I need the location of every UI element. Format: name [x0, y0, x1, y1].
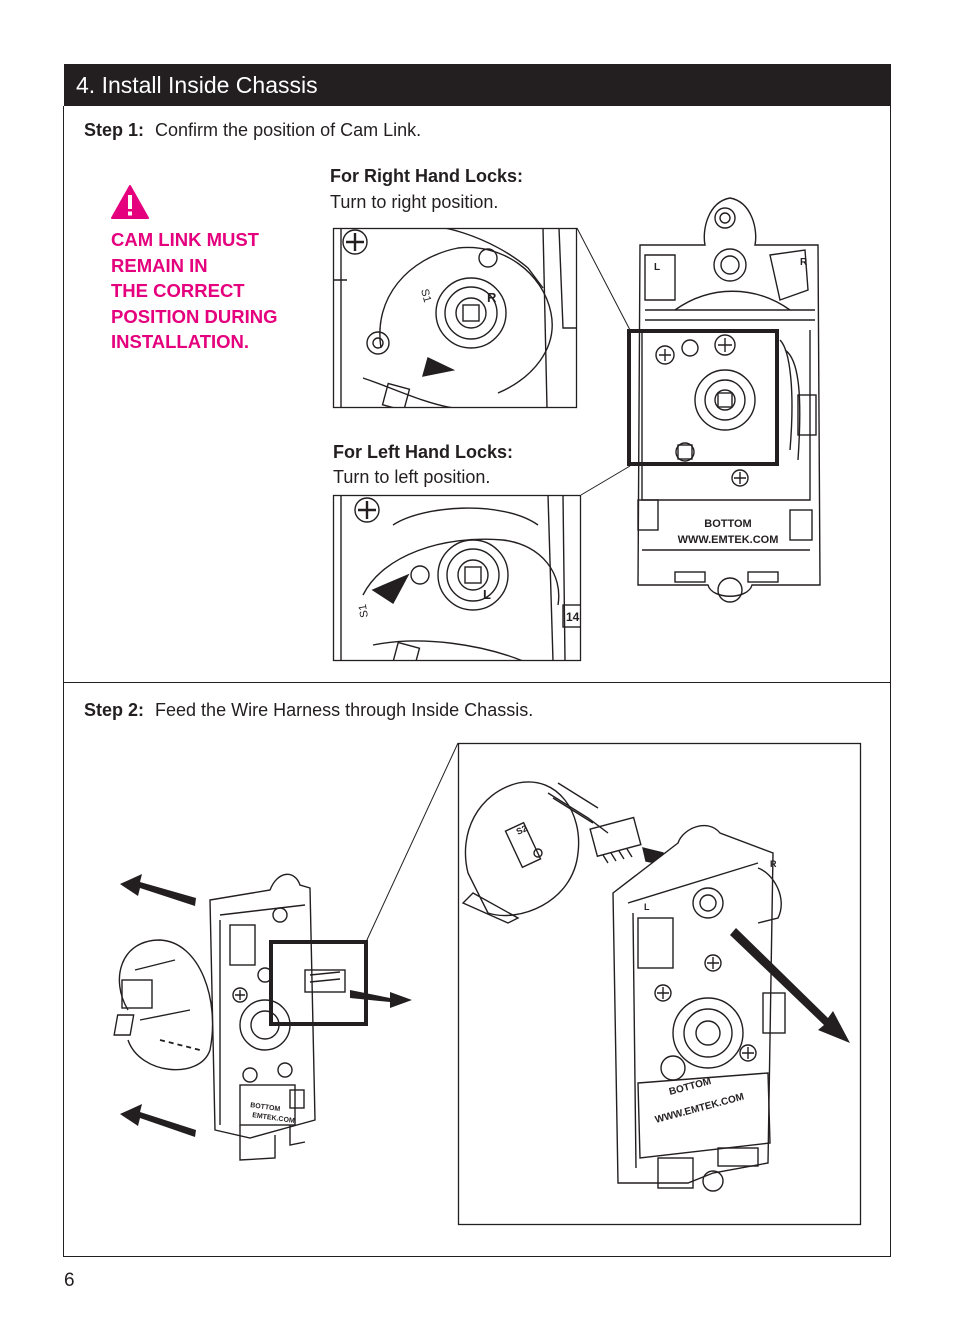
- left-marker: L: [483, 587, 491, 602]
- step2-label: Step 2:: [84, 700, 145, 720]
- highlight-box: [269, 940, 368, 1026]
- wire-harness-detail: BOTTOM WWW.EMTEK.COM R L S2: [457, 742, 862, 1226]
- step2-instruction: Step 2: Feed the Wire Harness through In…: [84, 698, 533, 722]
- section-header-bar: [64, 64, 891, 106]
- warning-line: CAM LINK MUST: [111, 229, 259, 250]
- cam-label: S1: [357, 603, 371, 618]
- right-hand-text: Turn to right position.: [330, 192, 499, 212]
- step2-panel: [63, 682, 891, 1257]
- arrow-right-icon: [350, 990, 412, 1008]
- small-bottom-label: BOTTOM: [250, 1102, 281, 1113]
- warning-line: THE CORRECT: [111, 280, 245, 301]
- right-hand-title: For Right Hand Locks:: [330, 166, 523, 186]
- edge-number: 14: [566, 610, 580, 624]
- arrow-left-top-icon: [120, 874, 196, 906]
- detail-corner-l: L: [644, 902, 650, 912]
- highlight-box: [627, 329, 779, 466]
- warning-line: POSITION DURING: [111, 305, 278, 327]
- step1-text: Confirm the position of Cam Link.: [155, 120, 422, 140]
- warning-line: INSTALLATION.: [111, 331, 250, 352]
- cam-label: S1: [418, 288, 433, 304]
- chassis-corner-l: L: [654, 262, 660, 273]
- page-number: 6: [64, 1270, 75, 1291]
- left-hand-title: For Left Hand Locks:: [333, 442, 514, 462]
- chassis-url-label: WWW.EMTEK.COM: [678, 534, 779, 546]
- warning-icon: [111, 185, 149, 219]
- connector-label: S2: [515, 823, 529, 837]
- chassis-corner-r: R: [800, 257, 808, 268]
- step1-instruction: Step 1: Confirm the position of Cam Link…: [84, 118, 421, 142]
- right-hand-cam-closeup: R S1: [332, 227, 578, 409]
- arrow-left-bottom-icon: [120, 1104, 196, 1137]
- left-hand-cam-closeup: L S1 14: [332, 494, 582, 662]
- step1-label: Step 1:: [84, 120, 145, 140]
- left-hand-text: Turn to left position.: [333, 467, 491, 487]
- section-title: 4. Install Inside Chassis: [76, 72, 318, 98]
- detail-corner-r: R: [770, 859, 777, 869]
- right-marker: R: [487, 290, 497, 305]
- cam-link-warning: CAM LINK MUST REMAIN IN THE CORRECT POSI…: [111, 227, 278, 355]
- warning-line: REMAIN IN: [111, 254, 208, 276]
- chassis-bottom-label: BOTTOM: [704, 518, 751, 530]
- step2-text: Feed the Wire Harness through Inside Cha…: [155, 700, 534, 720]
- chassis-assembly-drawing: BOTTOM EMTEK.COM: [113, 873, 412, 1161]
- arrow-diagonal-icon: [730, 928, 850, 1043]
- inside-chassis-drawing: BOTTOM WWW.EMTEK.COM R L: [627, 197, 821, 603]
